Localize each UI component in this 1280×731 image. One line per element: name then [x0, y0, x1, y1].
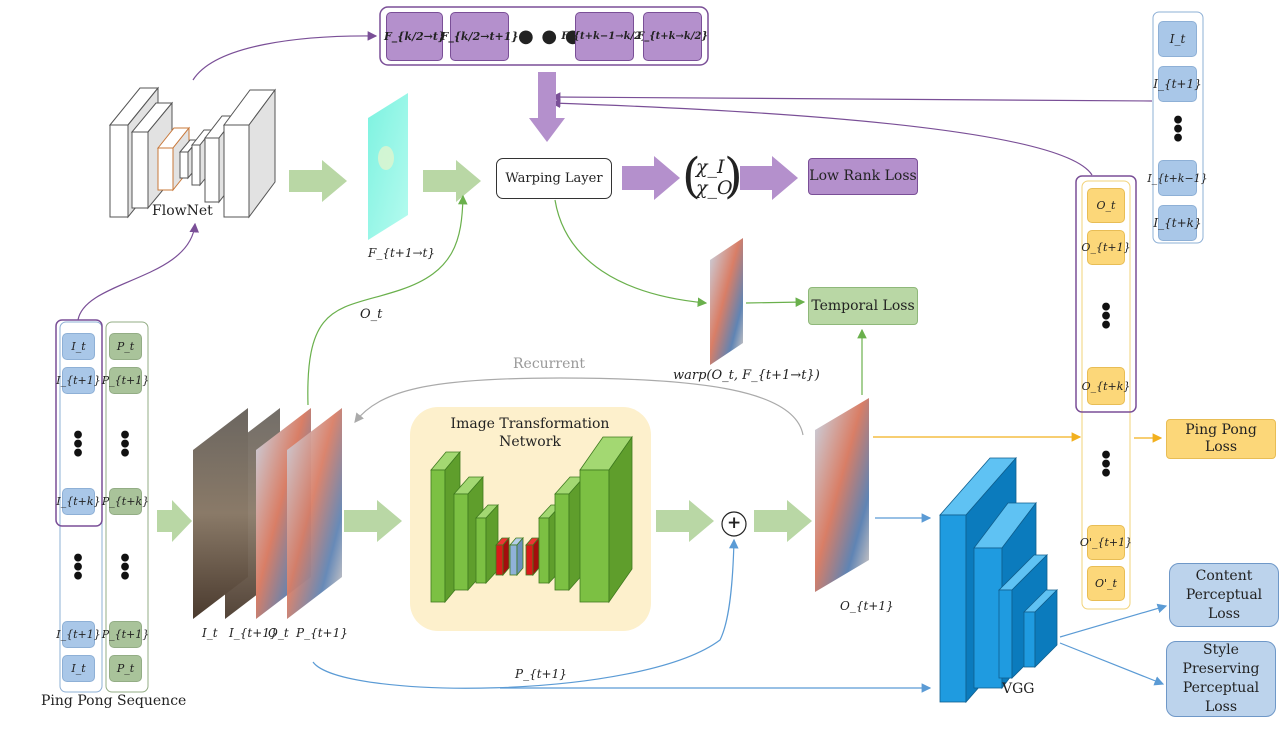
warping-layer-box: Warping Layer: [496, 158, 612, 199]
flowmap-to-warp-arrow: [423, 160, 481, 202]
ping-pong-sequence-label: Ping Pong Sequence: [41, 693, 187, 709]
temporal-loss-box: Temporal Loss: [808, 287, 918, 325]
right-I-chip-1: I_t: [1158, 21, 1197, 57]
pt1-to-sum-arrow: [312, 538, 739, 689]
itn-layers: [430, 435, 633, 604]
right-O-chip-1: O_t: [1087, 188, 1125, 223]
seq-P-chip-5: P_t: [109, 655, 142, 682]
plus-to-output-arrow: [754, 500, 812, 542]
vgg-to-style-arrow: [1059, 642, 1165, 686]
flownet-block: [108, 86, 276, 219]
stack-label-pt1: P_{t+1}: [296, 626, 348, 640]
seq-I-dots-1: •••: [70, 423, 86, 467]
right-I-column: [1152, 11, 1204, 244]
style-loss-label: Style Preserving Perceptual Loss: [1182, 642, 1260, 715]
right-O-chip-4: O'_{t+1}: [1080, 525, 1132, 560]
seq-P-chip-2: P_{t+1}: [102, 367, 149, 394]
recurrent-arrow: [354, 377, 804, 436]
content-loss-label: Content Perceptual Loss: [1185, 567, 1263, 622]
vgg-block: [939, 456, 1058, 704]
seq-I-chip-3: I_{t+k}: [56, 488, 101, 515]
sequence-to-stack-arrow: [157, 500, 192, 542]
flow-box-3: F_{t+k−1→k/2}: [561, 12, 648, 61]
right-O-window-highlight: [1075, 175, 1137, 413]
content-loss-box: Content Perceptual Loss: [1169, 563, 1279, 627]
seq-I-chip-2: I_{t+1}: [56, 367, 101, 394]
temporal-loss-label: Temporal Loss: [811, 297, 915, 314]
flow-box-4: F_{t+k→k/2}: [637, 12, 708, 61]
chi-to-lowrank-arrow: [740, 156, 798, 200]
warping-layer-label: Warping Layer: [505, 170, 603, 186]
style-loss-box: Style Preserving Perceptual Loss: [1166, 641, 1276, 717]
ping-pong-loss-box: Ping Pong Loss: [1166, 419, 1276, 459]
itn-title: Image Transformation Network: [450, 416, 610, 450]
flow-box-2: F_{k/2→t+1}: [441, 12, 518, 61]
low-rank-loss-label: Low Rank Loss: [809, 168, 917, 184]
sum-node: [721, 511, 747, 537]
seq-P-chip-4: P_{t+1}: [102, 621, 149, 648]
flow-box-1: F_{k/2→t}: [384, 12, 445, 61]
sum-symbol: +: [727, 513, 742, 533]
right-I-chip-3: I_{t+k−1}: [1147, 160, 1208, 196]
low-rank-loss-box: Low Rank Loss: [808, 158, 918, 195]
seq-window-highlight: [55, 319, 103, 527]
ot-to-warp-arrow: [307, 194, 468, 406]
right-O-column: [1081, 180, 1131, 610]
stack-label-it: I_t: [202, 626, 218, 640]
right-O-chip-3: O_{t+k}: [1082, 367, 1130, 405]
warp-to-warped-image-arrow: [554, 199, 708, 307]
right-O-chip-5: O'_t: [1087, 566, 1125, 601]
flow-map-label: F_{t+1→t}: [368, 246, 435, 260]
seq-P-column: [105, 321, 149, 693]
outputs-to-warp-arrow: [550, 98, 1093, 176]
right-I-dots: •••: [1170, 108, 1186, 152]
seq-I-chip-1: I_t: [62, 333, 95, 360]
seq-I-dots-2: •••: [70, 546, 86, 590]
warp-to-chi-arrow: [622, 156, 680, 200]
warped-to-temporal-arrow: [745, 297, 806, 307]
chi-I-label: χ_I: [696, 156, 725, 178]
ot-label: O_t: [360, 307, 383, 322]
inputs-to-warp-arrow: [550, 92, 1153, 102]
right-I-chip-4: I_{t+k}: [1153, 205, 1202, 241]
input-frame-stack: [193, 408, 342, 619]
flownet-to-flowmap-arrow: [289, 160, 347, 202]
seq-I-chip-5: I_t: [62, 655, 95, 682]
seq-P-dots-1: •••: [117, 423, 133, 467]
right-O-dots-2: •••: [1098, 443, 1114, 487]
vgg-to-content-arrow: [1059, 603, 1168, 638]
pt1-label: P_{t+1}: [515, 667, 567, 681]
sequence-to-flownet-arrow: [77, 222, 200, 321]
right-O-dots-1: •••: [1098, 295, 1114, 339]
seq-P-chip-3: P_{t+k}: [102, 488, 149, 515]
seq-P-dots-2: •••: [117, 546, 133, 590]
recurrent-label: Recurrent: [513, 356, 585, 372]
output-label: O_{t+1}: [840, 599, 894, 613]
output-frame-image: [815, 398, 869, 592]
right-O-chip-2: O_{t+1}: [1081, 230, 1131, 265]
right-I-chip-2: I_{t+1}: [1153, 66, 1202, 102]
flownet-to-flows-arrow: [192, 31, 378, 81]
seq-P-chip-1: P_t: [109, 333, 142, 360]
stack-label-ot: O_t: [268, 626, 289, 640]
flownet-label: FlowNet: [152, 203, 213, 219]
seq-I-chip-4: I_{t+1}: [56, 621, 101, 648]
flow-ellipsis: ● ● ●: [518, 26, 582, 47]
warped-image: [710, 238, 743, 365]
ping-pong-loss-label: Ping Pong Loss: [1185, 422, 1257, 455]
stack-label-it1: I_{t+1}: [229, 626, 278, 640]
stack-to-itn-arrow: [344, 500, 402, 542]
itn-to-plus-arrow: [656, 500, 714, 542]
vgg-label: VGG: [1002, 681, 1035, 697]
flows-down-arrow: [529, 72, 565, 142]
warp-label: warp(O_t, F_{t+1→t}): [673, 368, 820, 383]
chi-O-label: χ_O: [696, 177, 733, 199]
